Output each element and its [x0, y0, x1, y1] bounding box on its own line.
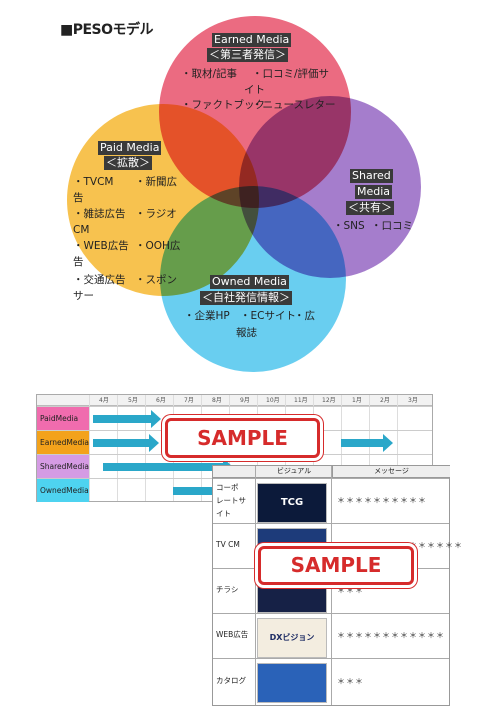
shared-media-label-2: Media [355, 185, 393, 199]
paid-media-sub: ＜拡散＞ [104, 156, 152, 170]
sample-watermark-2: SAMPLE [258, 546, 414, 585]
thumbnail-image [257, 663, 327, 703]
shared-media-label: Shared [350, 169, 393, 183]
paid-item: ・ラジオ [135, 208, 177, 220]
earned-item: ・口コミ/評価サ [252, 68, 330, 80]
row-label: EarnedMedia [37, 431, 89, 454]
row-label: PaidMedia [37, 407, 89, 430]
month-cell: 3月 [408, 397, 418, 404]
month-cell: 8月 [212, 397, 222, 404]
row-label: イト [216, 509, 231, 518]
month-cell: 1月 [352, 397, 362, 404]
row-label: WEB広告 [216, 630, 249, 639]
message-text: ＊＊＊＊＊＊＊＊＊＊＊＊＊＊ [337, 540, 463, 551]
month-cell: 11月 [294, 397, 308, 404]
paid-media-label: Paid Media [98, 141, 162, 155]
month-cell: 2月 [380, 397, 390, 404]
message-text: ＊＊＊ [337, 677, 364, 686]
row-label: OwnedMedia [37, 479, 89, 502]
paid-item: ・新聞広 [135, 176, 177, 188]
paid-item: ・雑誌広告 [73, 208, 126, 220]
creative-table: ビジュアル メッセージ コーポ レートサ イト TCG ＊＊＊＊＊＊＊＊＊＊ T… [212, 465, 462, 706]
arrow-icon [173, 482, 227, 500]
row-label: TV CM [216, 540, 240, 549]
owned-item: ・広 [294, 310, 315, 322]
paid-item: 告 [73, 256, 84, 268]
message-text: ＊＊＊＊＊＊＊＊＊＊＊＊ [337, 631, 445, 640]
arrow-icon [93, 434, 159, 452]
arrow-icon [93, 410, 161, 428]
owned-item: ・ECサイト [240, 310, 296, 322]
paid-item: 告 [73, 192, 84, 204]
peso-venn-diagram [67, 16, 421, 372]
row-label: SharedMedia [37, 455, 89, 478]
paid-item: ・交通広告 [73, 274, 126, 286]
month-header-row: 4月 5月 6月 7月 8月 9月 10月 11月 12月 1月 2月 3月 [37, 395, 432, 406]
paid-item: ・TVCM [73, 176, 114, 188]
creative-row: WEB広告 DXビジョン ＊＊＊＊＊＊＊＊＊＊＊＊ [213, 613, 449, 658]
sample-watermark: SAMPLE [165, 418, 320, 458]
month-cell: 4月 [99, 397, 109, 404]
month-cell: 12月 [322, 397, 336, 404]
earned-item: ・ニュースレター [252, 99, 336, 111]
shared-item: ・口コミ [371, 220, 413, 232]
earned-item: ・取材/記事 [181, 68, 238, 80]
earned-item: ・ファクトブック [181, 99, 265, 111]
shared-item: ・SNS [333, 220, 365, 232]
paid-item: CM [73, 224, 90, 236]
paid-item: サー [73, 290, 94, 302]
message-text: ＊＊＊ [337, 586, 364, 595]
header-message: メッセージ [332, 466, 450, 478]
thumbnail-image: TCG [257, 483, 327, 523]
creative-row: コーポ レートサ イト TCG ＊＊＊＊＊＊＊＊＊＊ [213, 478, 449, 523]
row-label: コーポ [216, 483, 239, 492]
paid-item: ・WEB広告 [73, 240, 129, 252]
row-label: カタログ [216, 676, 246, 685]
arrow-icon [341, 434, 393, 452]
earned-item: イト [244, 84, 265, 96]
row-label: チラシ [216, 585, 239, 594]
message-text: ＊＊＊＊＊＊＊＊＊＊ [337, 496, 427, 505]
owned-item: ・企業HP [184, 310, 230, 322]
paid-item: ・OOH広 [135, 240, 181, 252]
schedule-row-paid: PaidMedia [37, 406, 432, 430]
arrow-icon [103, 458, 233, 476]
schedule-row-earned: EarnedMedia [37, 430, 432, 454]
owned-media-sub: ＜自社発信情報＞ [200, 291, 292, 305]
month-cell: 9月 [240, 397, 250, 404]
paid-item: ・スポン [135, 274, 177, 286]
thumbnail-image: DXビジョン [257, 618, 327, 658]
month-cell: 6月 [156, 397, 166, 404]
owned-item: 報誌 [236, 327, 257, 339]
month-cell: 5月 [128, 397, 138, 404]
header-visual: ビジュアル [255, 466, 332, 478]
earned-media-sub: ＜第三者発信＞ [207, 48, 288, 62]
earned-media-label: Earned Media [212, 33, 292, 47]
creative-row: カタログ ＊＊＊ [213, 658, 449, 705]
page-title: ■PESOモデル [60, 22, 154, 38]
month-cell: 10月 [266, 397, 280, 404]
month-cell: 7月 [184, 397, 194, 404]
shared-media-sub: ＜共有＞ [346, 201, 394, 215]
row-label: レートサ [216, 496, 246, 505]
owned-media-label: Owned Media [210, 275, 289, 289]
